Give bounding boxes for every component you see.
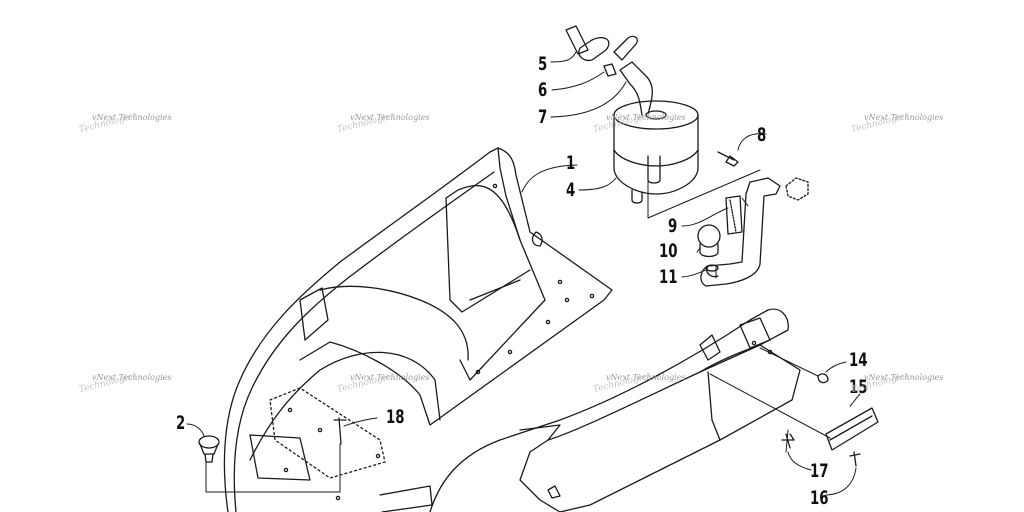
- hood-panel: [223, 147, 613, 512]
- callout-4: 4: [566, 179, 576, 201]
- callout-11: 11: [659, 266, 678, 288]
- callout-1: 1: [566, 152, 576, 174]
- callout-14: 14: [849, 349, 868, 371]
- plug-and-screw: [198, 417, 347, 463]
- callout-16: 16: [810, 487, 829, 509]
- callout-9: 9: [668, 215, 678, 237]
- side-panel: [429, 308, 801, 512]
- callout-8: 8: [757, 124, 767, 146]
- callout-17: 17: [810, 460, 829, 482]
- bracket-assembly: [697, 151, 809, 287]
- callout-15: 15: [849, 376, 868, 398]
- callout-5: 5: [538, 53, 548, 75]
- muffler-assembly: [565, 25, 699, 204]
- callout-6: 6: [538, 79, 548, 101]
- reflector-assembly: [781, 373, 879, 467]
- callout-10: 10: [659, 240, 678, 262]
- callout-18: 18: [386, 406, 405, 428]
- callout-7: 7: [538, 106, 548, 128]
- alignment-lines: [205, 169, 831, 493]
- leader-lines: [186, 51, 861, 496]
- callout-2: 2: [176, 412, 186, 434]
